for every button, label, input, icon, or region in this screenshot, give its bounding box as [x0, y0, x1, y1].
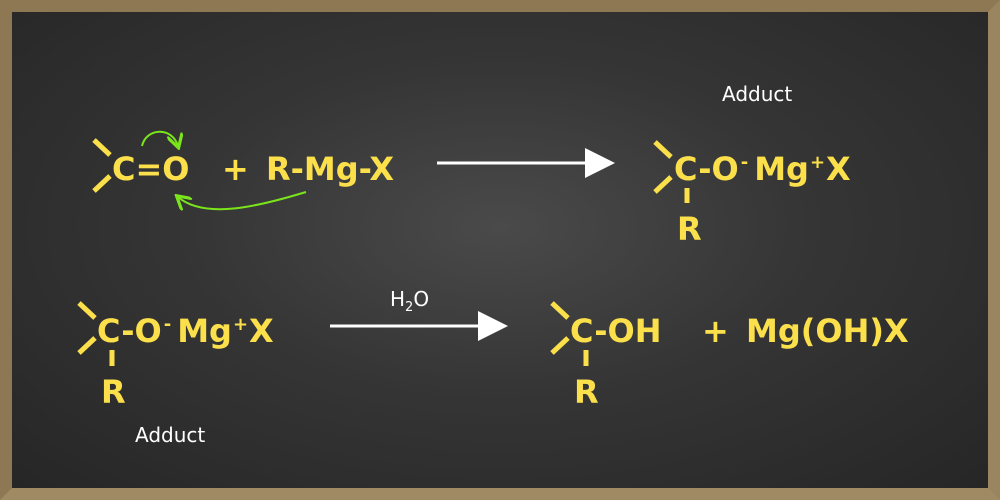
charge: + [810, 152, 825, 173]
charge: - [741, 152, 748, 173]
reactant-core: C-O [97, 312, 162, 350]
halide: X [826, 150, 851, 188]
magnesium-salt: Mg(OH)X [746, 312, 909, 350]
reagent-o: O [413, 287, 429, 311]
electron-push-arrow [141, 130, 178, 146]
metal: Mg [177, 312, 232, 350]
electron-push-arrow [178, 191, 307, 209]
charge: + [233, 314, 248, 335]
reagent-subscript: 2 [405, 300, 413, 315]
bond-line [653, 175, 673, 194]
halide: X [249, 312, 274, 350]
adduct-label: Adduct [135, 423, 205, 447]
product-formula: C-O-Mg+X [674, 150, 851, 188]
alcohol: C-OH [570, 312, 661, 350]
bond-line [92, 174, 112, 193]
product-core: C-O [674, 150, 739, 188]
reactant-formula: C-O-Mg+X [97, 312, 274, 350]
grignard-reagent: R-Mg-X [266, 150, 394, 188]
charge: - [164, 314, 171, 335]
substituent: R [677, 210, 702, 248]
plus-sign: + [222, 150, 249, 188]
bond-line [77, 301, 97, 320]
substituent: R [101, 373, 126, 411]
reagent-h: H [390, 287, 405, 311]
substituent: R [574, 373, 599, 411]
reagent-water: H2O [390, 287, 429, 315]
bond-line [550, 336, 570, 355]
bond-line [550, 301, 570, 320]
bond-line [653, 140, 673, 159]
adduct-label: Adduct [722, 82, 792, 106]
metal: Mg [754, 150, 809, 188]
carbonyl: C=O [112, 150, 190, 188]
plus-sign: + [702, 312, 729, 350]
bond-line [92, 138, 112, 157]
bond-line [77, 336, 97, 355]
